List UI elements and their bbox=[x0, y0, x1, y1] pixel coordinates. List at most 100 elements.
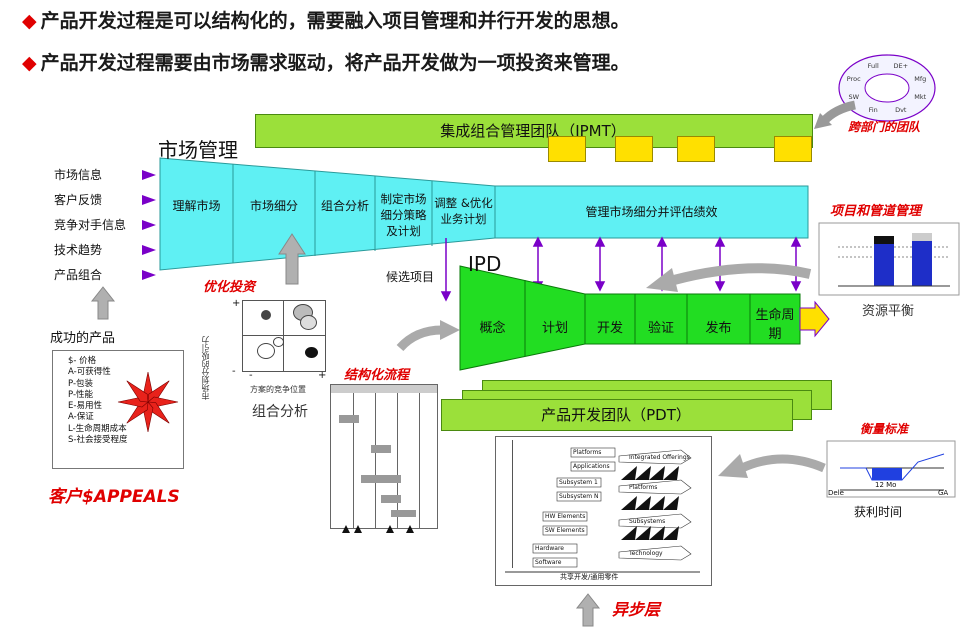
ipd-stage-develop: 开发 bbox=[596, 320, 623, 336]
pdt-label: 产品开发团队（PDT） bbox=[541, 405, 691, 424]
ipd-funnel bbox=[459, 265, 830, 371]
candidate-label: 候选项目 bbox=[386, 270, 435, 284]
appeals-item: P-包装 bbox=[68, 378, 94, 389]
market-stage-1: 理解市场 bbox=[172, 198, 221, 213]
market-funnel bbox=[159, 157, 809, 271]
market-title: 市场管理 bbox=[158, 138, 238, 162]
structured-chart bbox=[330, 384, 438, 529]
market-stage-3: 组合分析 bbox=[320, 198, 369, 213]
plus-sign: + bbox=[318, 370, 327, 381]
appeals-caption: 客户$APPEALS bbox=[48, 487, 180, 507]
async-arrow bbox=[618, 479, 692, 495]
async-row-box bbox=[556, 491, 602, 502]
ipd-stage-verify: 验证 bbox=[647, 320, 674, 336]
up-arrow-icon bbox=[575, 593, 601, 627]
market-input-1: 市场信息 bbox=[54, 168, 103, 182]
async-row-label: Subsystem N bbox=[559, 493, 599, 500]
market-input-4: 技术趋势 bbox=[54, 243, 103, 257]
market-stage-6: 管理市场细分并评估绩效 bbox=[585, 204, 718, 219]
portfolio-ylabel: 市场划分的吸引力 bbox=[201, 336, 210, 400]
structured-label: 结构化流程 bbox=[344, 368, 410, 383]
appeals-box bbox=[52, 350, 184, 469]
async-arrow-label: Platforms bbox=[629, 484, 658, 491]
portfolio-matrix bbox=[242, 300, 326, 372]
check-box bbox=[774, 136, 812, 162]
async-row-label: Platforms bbox=[573, 449, 602, 456]
ring-label: Mfg bbox=[914, 75, 926, 83]
check-box bbox=[677, 136, 715, 162]
diamond-icon: ◆ bbox=[22, 10, 37, 32]
gray-curve-arrow-icon bbox=[646, 263, 812, 292]
market-input-5: 产品组合 bbox=[54, 268, 103, 282]
market-input-3: 竞争对手信息 bbox=[54, 218, 127, 232]
async-row-label: Hardware bbox=[535, 545, 564, 552]
measure-caption: 获利时间 bbox=[854, 505, 903, 519]
up-arrow-icon bbox=[90, 286, 116, 320]
measure-axis-mid: 12 Mo bbox=[875, 481, 897, 489]
async-arrows bbox=[505, 447, 700, 573]
ipd-stage-launch: 发布 bbox=[705, 320, 732, 336]
ring-label: DE+ bbox=[893, 62, 908, 70]
appeals-item: A-可获得性 bbox=[68, 367, 111, 378]
async-row-box bbox=[532, 543, 578, 554]
market-stage-4: 制定市场细分策略及计划 bbox=[380, 192, 427, 238]
ring-label: Full bbox=[868, 62, 879, 70]
measure-axis-left: Dele bbox=[828, 489, 844, 497]
gray-curve-arrow-icon bbox=[718, 454, 826, 478]
ring-label: Fin bbox=[869, 106, 878, 114]
ipmt-label: 集成组合管理团队（IPMT） bbox=[440, 121, 626, 140]
minus-sign: - bbox=[232, 366, 236, 377]
optimize-label: 优化投资 bbox=[203, 280, 256, 295]
async-row-label: Applications bbox=[573, 463, 610, 470]
async-row-box bbox=[570, 461, 616, 472]
ring-label: Mkt bbox=[914, 93, 926, 101]
gray-arrow-icon bbox=[814, 100, 856, 129]
pdt-bar bbox=[441, 399, 793, 431]
measure-axis-right: GA bbox=[938, 489, 949, 497]
appeals-item: $- 价格 bbox=[68, 356, 97, 366]
async-row-label: Subsystem 1 bbox=[559, 479, 598, 486]
measure-label: 衡量标准 bbox=[860, 422, 909, 436]
ring-label: Proc bbox=[847, 75, 861, 83]
structured-markers bbox=[342, 525, 414, 533]
check-box bbox=[615, 136, 653, 162]
appeals-item: E-易用性 bbox=[68, 401, 102, 412]
ipmt-bar bbox=[255, 114, 813, 148]
bullet-2: ◆产品开发过程需要由市场需求驱动，将产品开发做为一项投资来管理。 bbox=[22, 48, 630, 75]
minus-sign: - bbox=[249, 370, 253, 381]
diamond-icon: ◆ bbox=[22, 52, 37, 74]
async-arrow bbox=[618, 449, 692, 465]
ipd-stage-lifecycle: 生命周期 bbox=[755, 308, 795, 342]
input-arrows bbox=[142, 170, 156, 280]
cross-team-label: 跨部门的团队 bbox=[848, 120, 921, 134]
portfolio-caption: 组合分析 bbox=[252, 404, 308, 420]
plus-sign: + bbox=[232, 298, 241, 309]
bullet-1: ◆产品开发过程是可以结构化的，需要融入项目管理和并行开发的思想。 bbox=[22, 6, 630, 33]
async-label: 异步层 bbox=[612, 600, 661, 619]
async-arrow bbox=[618, 545, 692, 561]
resource-chart bbox=[818, 222, 960, 296]
async-arrow-label: Subsystems bbox=[629, 518, 666, 525]
ipd-stage-plan: 计划 bbox=[541, 320, 568, 336]
appeals-item: A-保证 bbox=[68, 412, 94, 423]
check-box bbox=[548, 136, 586, 162]
market-stage-2: 市场细分 bbox=[249, 198, 298, 213]
ipd-title: IPD bbox=[468, 252, 502, 276]
async-row-box bbox=[532, 557, 578, 568]
ipd-stage-concept: 概念 bbox=[479, 320, 506, 336]
appeals-item: S-社会接受程度 bbox=[68, 435, 128, 446]
async-arrow-label: Technology bbox=[629, 550, 663, 557]
appeals-item: L-生命周期成本 bbox=[68, 423, 127, 434]
gray-curve-arrow-icon bbox=[396, 320, 460, 352]
async-footer: 共享开发/通用零件 bbox=[560, 573, 619, 581]
async-row-box bbox=[570, 447, 616, 458]
async-arrow-label: Integrated Offerings bbox=[629, 454, 690, 461]
star-icon bbox=[117, 371, 179, 433]
async-axis bbox=[512, 440, 513, 568]
async-row-box bbox=[556, 477, 602, 488]
resource-caption: 资源平衡 bbox=[862, 304, 915, 319]
